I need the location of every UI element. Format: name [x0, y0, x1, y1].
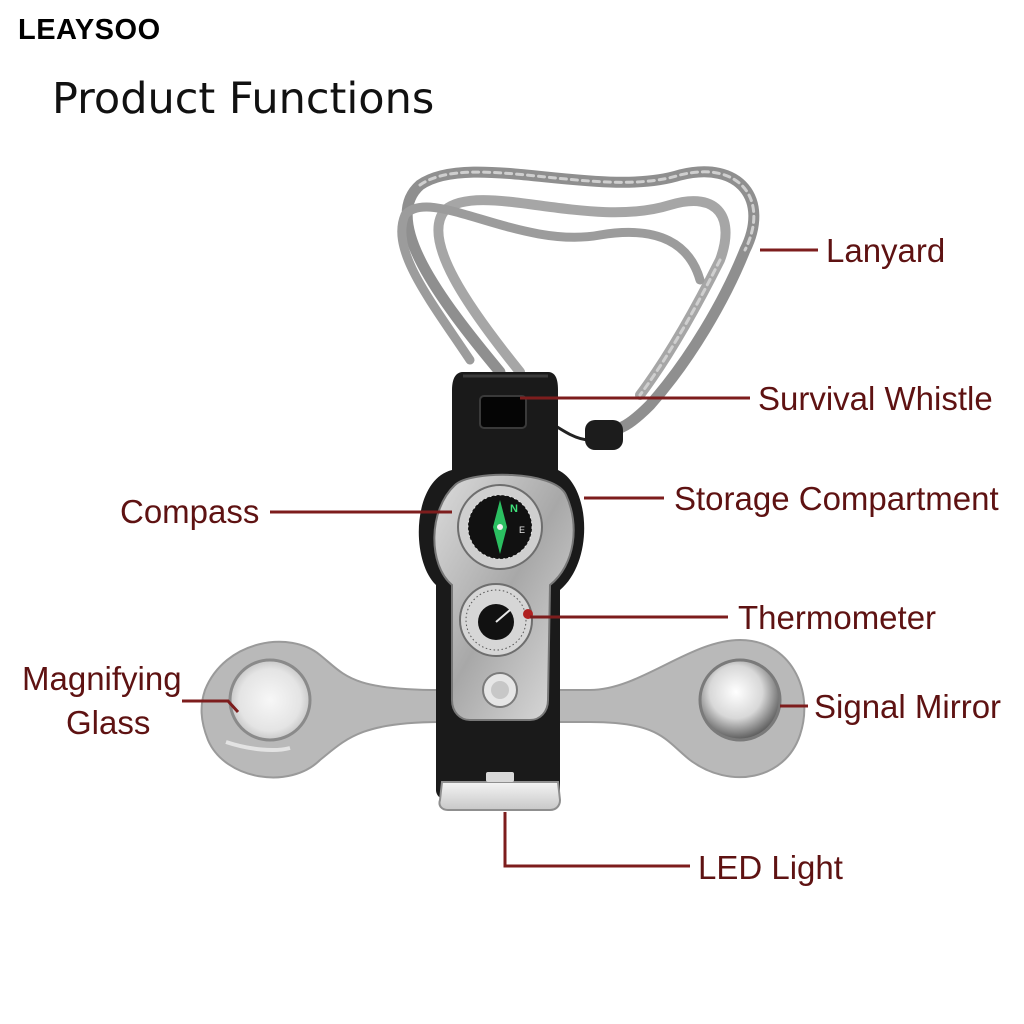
- label-compass: Compass: [120, 493, 259, 530]
- label-magnifying-line2: Glass: [66, 704, 150, 741]
- led-leader: [503, 812, 690, 868]
- label-survival-whistle: Survival Whistle: [758, 380, 993, 417]
- compass-east-mark: E: [519, 525, 525, 535]
- label-led-light: LED Light: [698, 849, 843, 886]
- brand-logo: LEAYSOO: [18, 14, 161, 46]
- page-title: Product Functions: [52, 74, 435, 124]
- label-signal-mirror: Signal Mirror: [814, 688, 1001, 725]
- label-storage-compartment: Storage Compartment: [674, 480, 999, 517]
- signal-mirror-disc: [698, 658, 782, 742]
- compass-dial: N E: [457, 484, 543, 570]
- whistle-opening: [479, 395, 527, 429]
- led-lens: [438, 781, 562, 811]
- lanyard-cord: [397, 166, 760, 438]
- thermometer-dial: [459, 583, 533, 657]
- compass-north-mark: N: [510, 503, 518, 515]
- magnifier-leader: [182, 699, 240, 714]
- label-thermometer: Thermometer: [738, 599, 936, 636]
- magnifying-lens: [228, 658, 312, 742]
- label-lanyard: Lanyard: [826, 232, 945, 269]
- label-magnifying-line1: Magnifying: [22, 660, 182, 697]
- lanyard-clip: [585, 420, 623, 450]
- led-housing: [486, 772, 514, 782]
